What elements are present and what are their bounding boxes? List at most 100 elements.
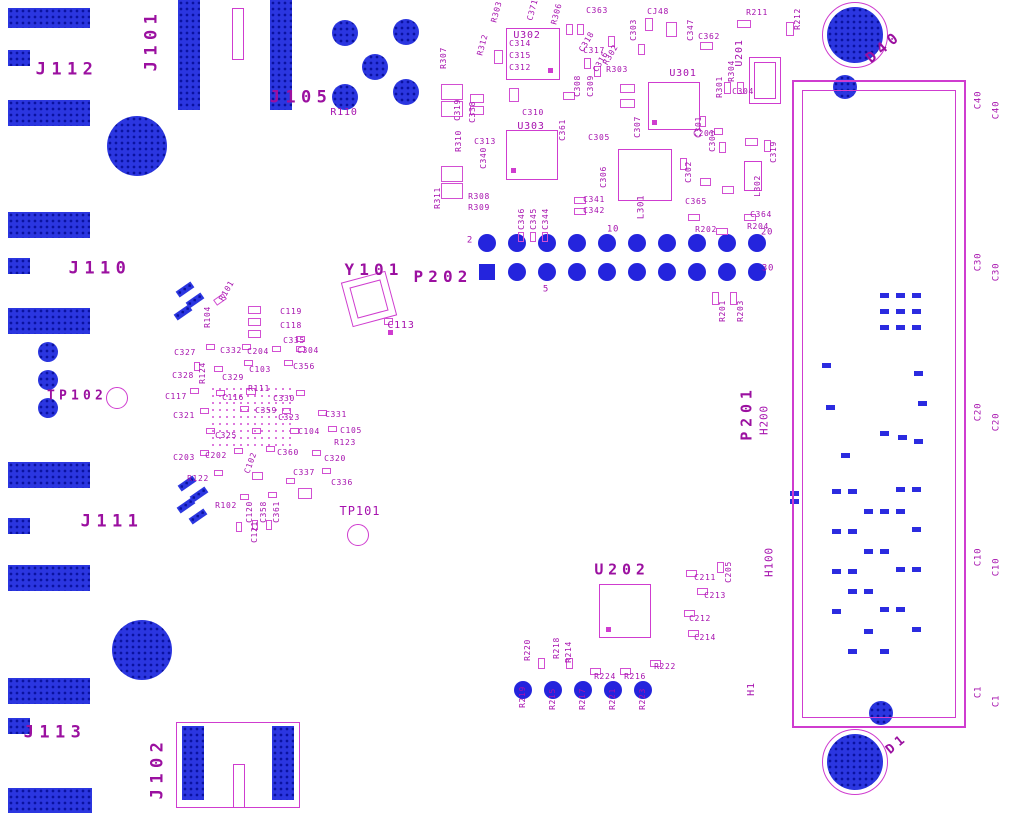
- bga-pad-dot: [226, 437, 228, 439]
- ref-label-C105: C105: [340, 426, 362, 435]
- passive-outline: [441, 183, 463, 199]
- passive-outline: [594, 66, 601, 77]
- passive-outline: [542, 232, 548, 242]
- header-p202-pad: [658, 263, 676, 281]
- ref-label-C365: C365: [685, 197, 707, 206]
- passive-outline: [318, 410, 327, 416]
- p201-smt-pad: [912, 567, 921, 572]
- bga-pad-dot: [268, 416, 270, 418]
- ref-label-C358: C358: [259, 501, 268, 523]
- ref-label-C319: C319: [769, 141, 778, 163]
- p201-smt-pad: [864, 629, 873, 634]
- ref-label-R223: R223: [638, 688, 647, 710]
- ref-label-C312: C312: [509, 63, 531, 72]
- passive-outline: [620, 668, 631, 675]
- ref-label-U201: U201: [734, 39, 745, 67]
- ref-label-P201: P201: [737, 385, 756, 441]
- bga-pad-dot: [226, 416, 228, 418]
- p201-smt-pad: [896, 325, 905, 330]
- ref-label-R307: R307: [439, 47, 448, 69]
- ref-label-C344: C344: [541, 208, 550, 230]
- ref-label-C305: C305: [588, 133, 610, 142]
- header-p202-pin1-pad: [479, 264, 495, 280]
- silkscreen-outline: [754, 62, 776, 99]
- passive-outline: [638, 44, 645, 55]
- p201-smt-pad: [914, 371, 923, 376]
- silkscreen-outline: [792, 80, 966, 728]
- silkscreen-outline: [618, 149, 672, 201]
- connector-pad-bar: [8, 565, 90, 591]
- bga-pad-dot: [226, 423, 228, 425]
- ref-label-L301: L301: [636, 194, 647, 220]
- bga-pad-dot: [268, 437, 270, 439]
- ref-label-C319: C319: [453, 99, 462, 121]
- bga-pad-dot: [275, 444, 277, 446]
- drill-pad: [112, 620, 172, 680]
- bga-pad-dot: [233, 437, 235, 439]
- passive-outline: [699, 116, 706, 127]
- p201-smt-pad: [832, 529, 841, 534]
- ref-label-R303: R303: [489, 0, 504, 24]
- passive-outline: [252, 520, 258, 530]
- ref-label-J111: J111: [80, 511, 144, 532]
- ref-label-C321: C321: [173, 411, 195, 420]
- pin1-marker-dot: [511, 168, 516, 173]
- bga-pad-dot: [254, 437, 256, 439]
- u202-area-pad: [574, 681, 592, 699]
- bga-pad-dot: [233, 416, 235, 418]
- bga-pad-dot: [268, 409, 270, 411]
- ref-label-C212: C212: [689, 614, 711, 623]
- p201-smt-pad: [918, 401, 927, 406]
- ref-label-C306: C306: [599, 166, 608, 188]
- ref-label-J105: J105: [269, 87, 333, 108]
- passive-outline: [574, 197, 586, 204]
- drill-pad: [38, 342, 58, 362]
- passive-outline: [737, 20, 751, 28]
- bga-pad-dot: [282, 430, 284, 432]
- passive-outline: [248, 318, 261, 326]
- passive-outline: [214, 366, 223, 372]
- silkscreen-circle: [347, 524, 369, 546]
- bga-pad-dot: [212, 416, 214, 418]
- ref-label-C361: C361: [558, 119, 567, 141]
- bga-pad-dot: [254, 444, 256, 446]
- bga-pad-dot: [275, 430, 277, 432]
- passive-outline: [296, 336, 305, 342]
- pin1-marker-dot: [606, 627, 611, 632]
- connector-pad-bar: [175, 281, 195, 298]
- header-p202-pad: [568, 234, 586, 252]
- bga-pad-dot: [212, 409, 214, 411]
- passive-outline: [284, 360, 293, 366]
- ref-label-C103: C103: [249, 365, 271, 374]
- ref-label-R204: R204: [747, 222, 769, 231]
- ref-label-J101: J101: [141, 8, 162, 72]
- bga-pad-dot: [268, 444, 270, 446]
- bga-pad-dot: [212, 402, 214, 404]
- passive-outline: [764, 140, 771, 152]
- ref-label-R214: R214: [564, 641, 573, 663]
- header-p202-pad: [688, 234, 706, 252]
- passive-outline: [494, 50, 503, 64]
- passive-outline: [645, 18, 653, 31]
- header-p202-pad: [508, 234, 526, 252]
- passive-outline: [441, 166, 463, 182]
- connector-pad-bar: [8, 8, 90, 28]
- ref-label-R111: R111: [248, 384, 270, 393]
- bga-pad-dot: [247, 409, 249, 411]
- bga-pad-dot: [240, 388, 242, 390]
- p201-smt-pad: [848, 649, 857, 654]
- bga-pad-dot: [240, 416, 242, 418]
- ref-label-C359: C359: [255, 406, 277, 415]
- bga-pad-dot: [247, 437, 249, 439]
- passive-outline: [744, 214, 756, 221]
- connector-pad-bar: [173, 304, 193, 321]
- connector-pad-bar: [8, 100, 90, 126]
- passive-outline: [716, 228, 728, 235]
- p201-smt-pad: [864, 509, 873, 514]
- passive-outline: [590, 668, 601, 675]
- ref-label-C356: C356: [293, 362, 315, 371]
- bga-pad-dot: [219, 416, 221, 418]
- bga-pad-dot: [240, 430, 242, 432]
- header-p202-pad: [658, 234, 676, 252]
- ref-label-C40: C40: [991, 100, 1002, 120]
